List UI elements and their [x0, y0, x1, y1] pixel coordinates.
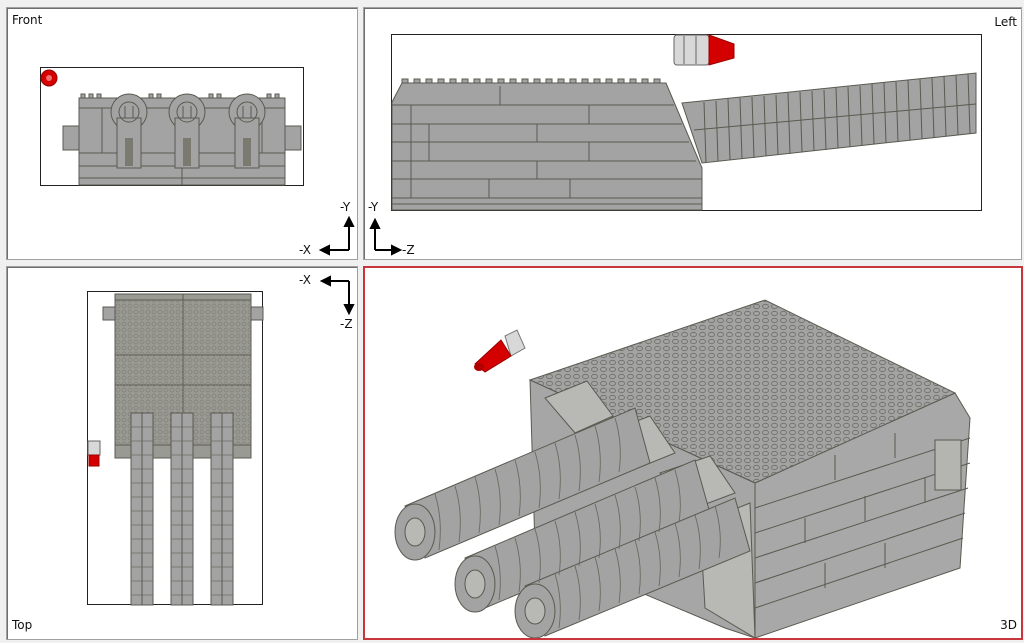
axis-gizmo-left — [369, 217, 403, 256]
axis-gizmo-front — [318, 215, 355, 256]
axis-label-y: -Y — [340, 200, 351, 214]
barrel-2 — [454, 459, 711, 613]
viewport-label-left: Left — [994, 15, 1017, 29]
axis-label-z: -Z — [402, 243, 415, 257]
viewport-label-3d: 3D — [1000, 618, 1017, 632]
viewport-label-top: Top — [12, 618, 33, 632]
viewport-label-front: Front — [12, 13, 43, 27]
viewport-3d[interactable]: 3D — [363, 266, 1023, 640]
viewport-left[interactable]: Left — [363, 7, 1022, 260]
axis-label-x: -X — [299, 243, 311, 257]
axis-label-x: -X — [299, 273, 311, 287]
axis-label-z: -Z — [340, 317, 353, 331]
viewport-top[interactable]: Top — [6, 266, 358, 640]
shell-part — [474, 329, 526, 373]
axis-label-y: -Y — [368, 200, 379, 214]
viewport-front[interactable]: Front — [6, 7, 358, 260]
left-model-render[interactable] — [364, 8, 1022, 260]
barrel-3 — [514, 497, 751, 638]
front-model-render[interactable] — [7, 8, 358, 260]
3d-model-render[interactable] — [365, 268, 1023, 640]
top-model-render[interactable] — [7, 267, 358, 640]
axis-gizmo-top — [319, 275, 355, 316]
barrel-1 — [394, 407, 651, 561]
